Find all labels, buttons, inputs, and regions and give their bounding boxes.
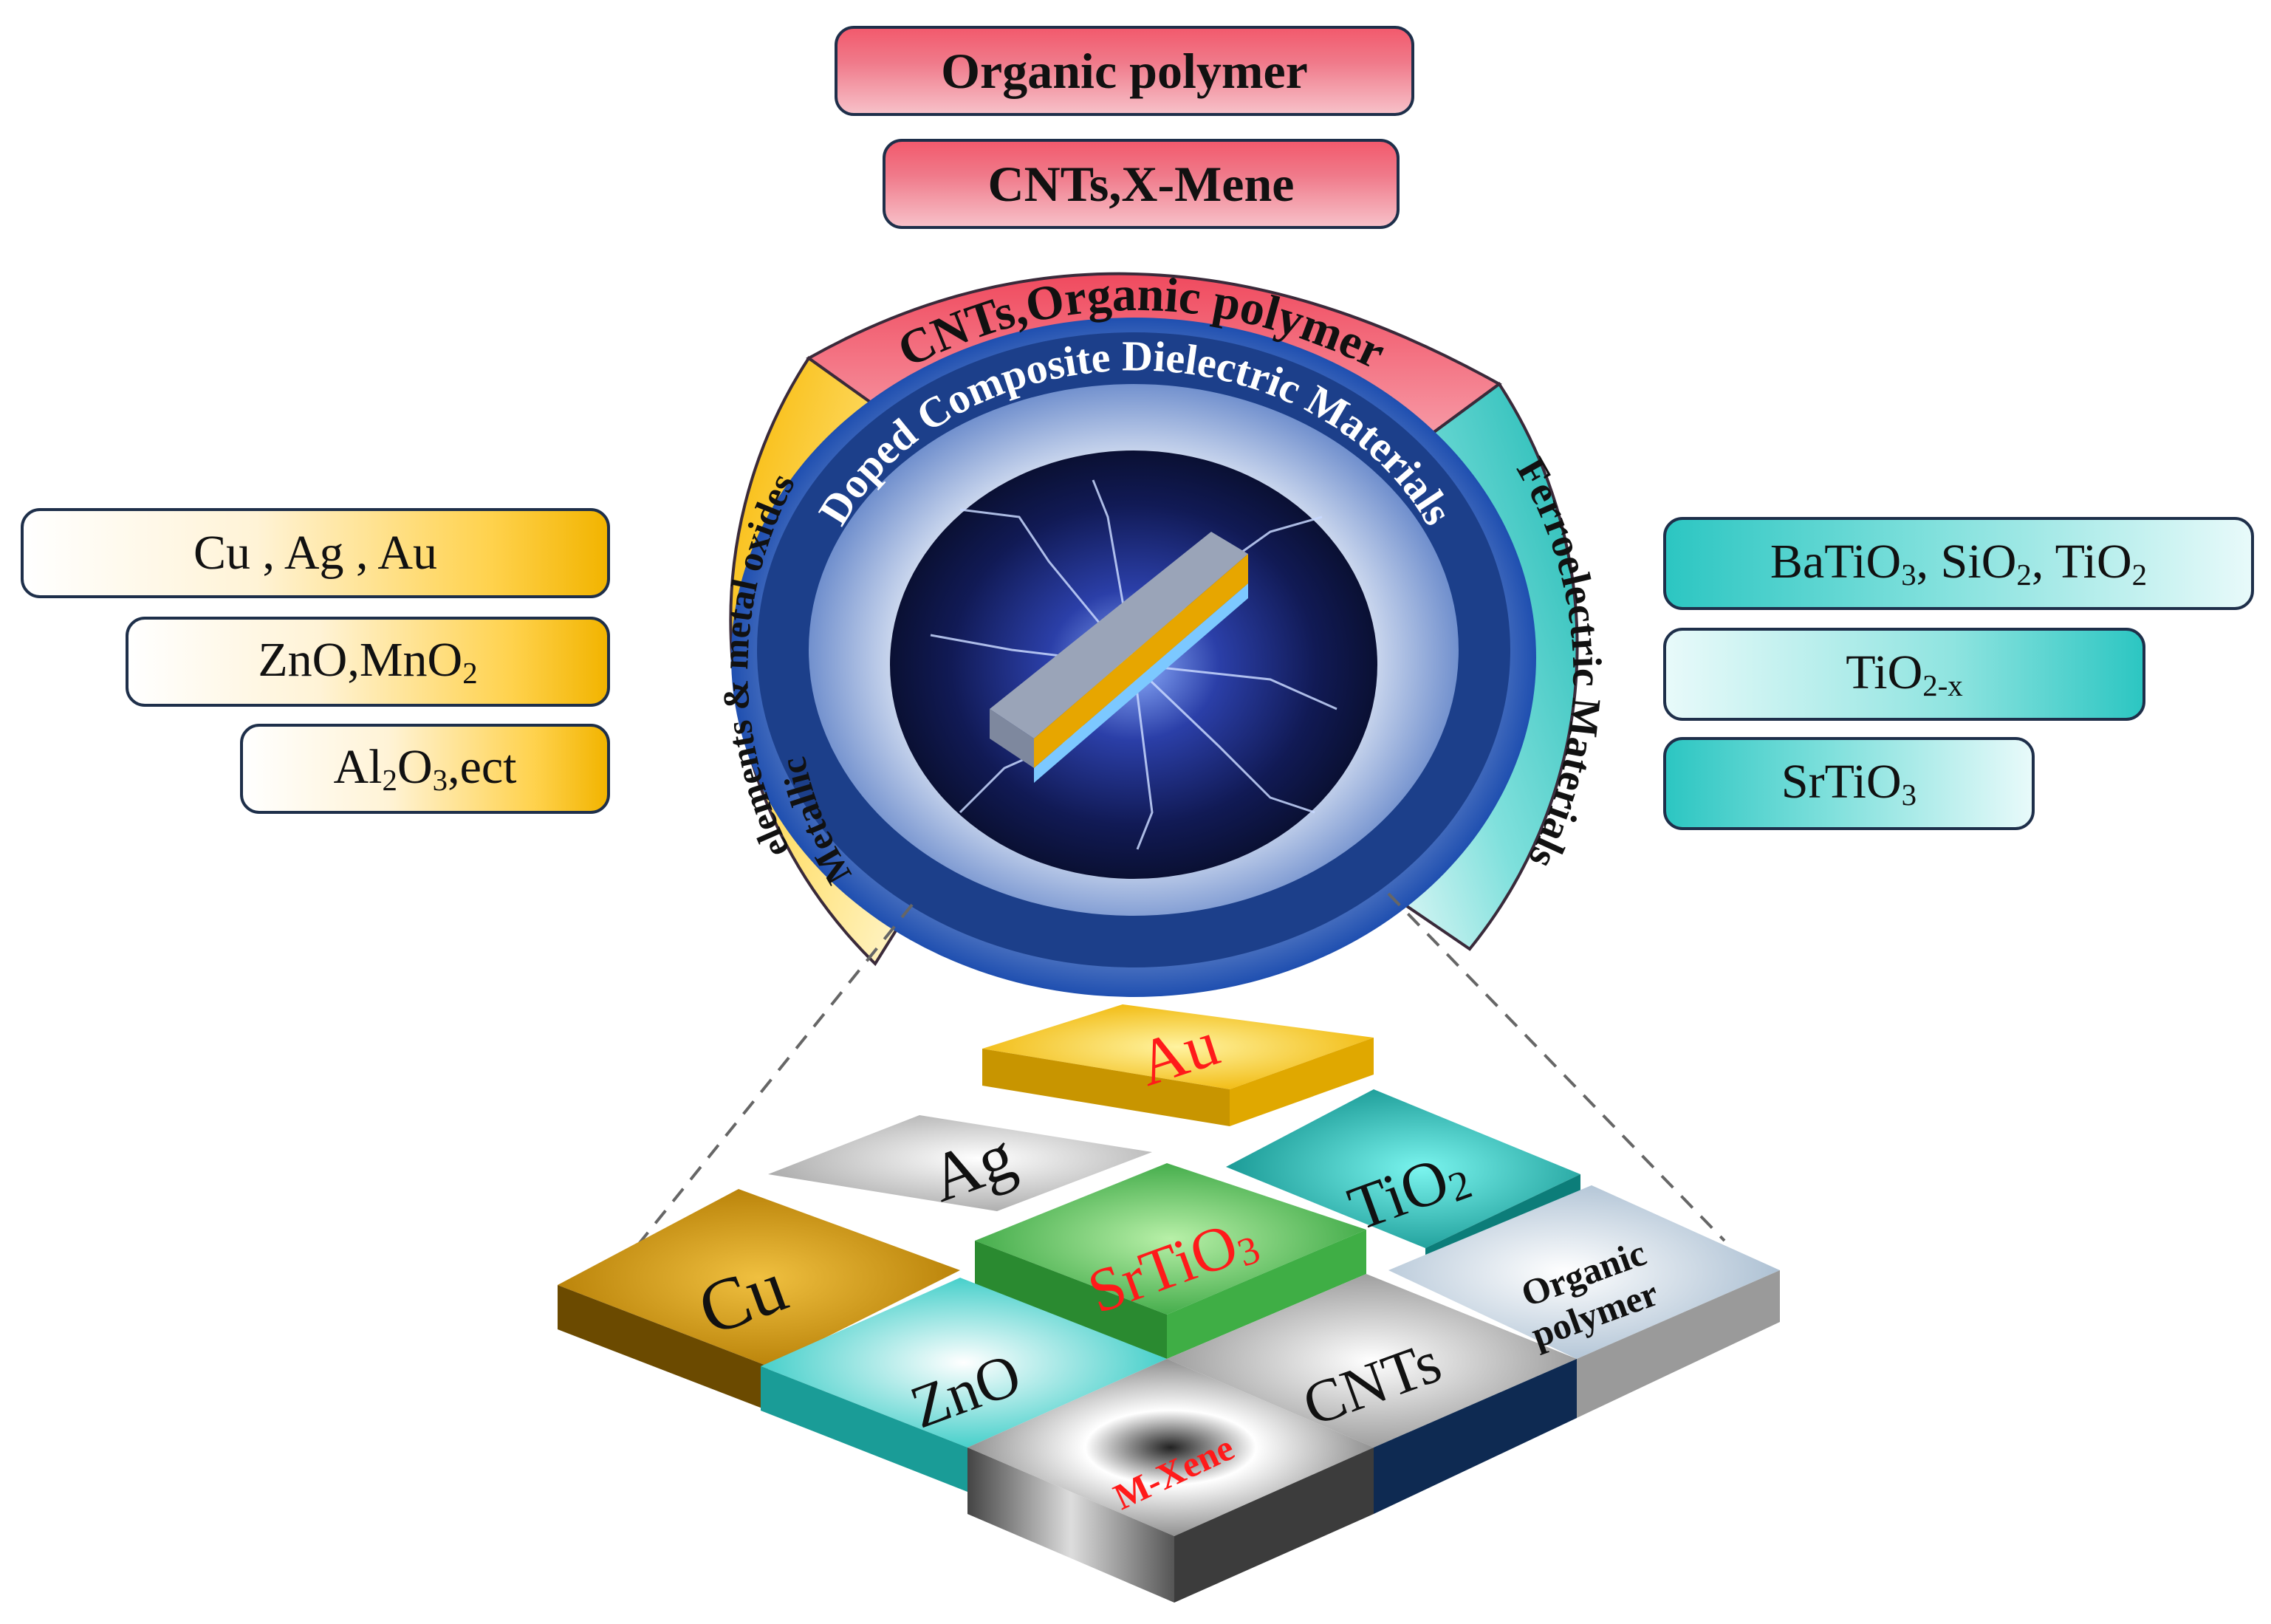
box-cnts-xmene: CNTs,X-Mene xyxy=(883,139,1400,229)
tile-zno xyxy=(761,1278,1167,1492)
box-batio3-sio2-tio2: BaTiO3, SiO2, TiO2 xyxy=(1663,517,2254,610)
navy-band xyxy=(757,332,1510,967)
box-tio2-x-text: TiO2-x xyxy=(1846,645,1963,703)
tile-au xyxy=(982,1004,1374,1126)
box-cu-ag-au: Cu , Ag , Au xyxy=(21,508,610,598)
box-al2o3-text: Al2O3,ect xyxy=(333,740,517,798)
box-al2o3: Al2O3,ect xyxy=(240,724,610,814)
tile-organic-polymer xyxy=(1388,1185,1780,1418)
box-zno-mno2: ZnO,MnO2 xyxy=(126,617,610,707)
tile-mxene xyxy=(967,1359,1374,1603)
box-srtio3: SrTiO3 xyxy=(1663,737,2035,830)
box-tio2-x: TiO2-x xyxy=(1663,628,2145,721)
guide-line-left xyxy=(604,903,914,1286)
tile-srtio3 xyxy=(975,1163,1366,1359)
tile-ag xyxy=(768,1115,1152,1211)
dielectric-slab-icon xyxy=(990,532,1248,783)
tile-cu xyxy=(558,1189,960,1411)
box-srtio3-text: SrTiO3 xyxy=(1781,755,1917,812)
box-organic-polymer: Organic polymer xyxy=(835,26,1414,116)
box-zno-mno2-text: ZnO,MnO2 xyxy=(258,633,478,691)
tile-cnts xyxy=(1167,1274,1577,1514)
box-batio3-text: BaTiO3, SiO2, TiO2 xyxy=(1770,535,2148,592)
guide-line-right xyxy=(1387,892,1726,1242)
